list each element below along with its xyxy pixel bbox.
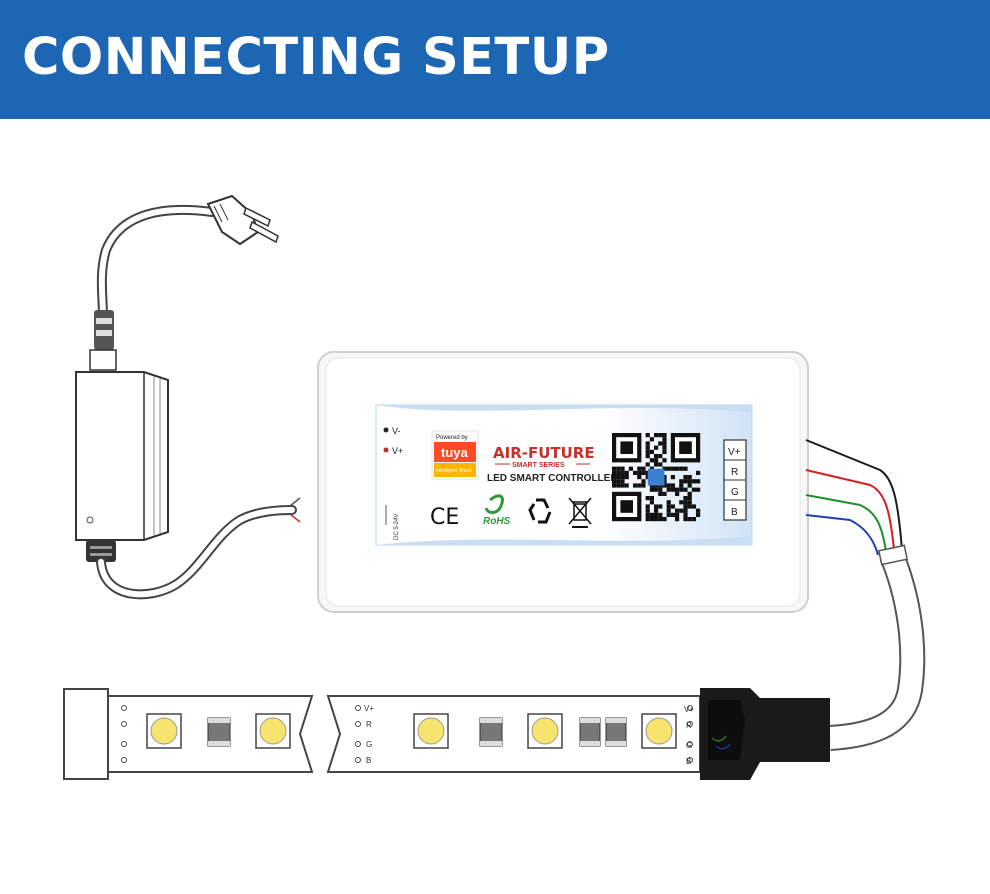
strip-pin-r: R xyxy=(366,720,372,729)
ce-mark: CE xyxy=(430,505,459,530)
strip-pin-g: G xyxy=(366,740,372,749)
end-pin-g: G xyxy=(686,741,692,750)
page-title: CONNECTING SETUP xyxy=(22,28,610,87)
led-chip xyxy=(255,713,291,749)
end-pin-vplus: V+ xyxy=(684,705,694,714)
rohs-mark: RoHS xyxy=(483,516,511,527)
input-label-vminus: V- xyxy=(392,426,401,436)
led-strip-main: V+ R G B xyxy=(326,695,701,773)
led-chip xyxy=(641,713,677,749)
terminal-r: R xyxy=(731,467,738,478)
led-controller: V- V+ DC 5-24V Powered by tuya Intellige… xyxy=(317,351,809,613)
product-name: LED SMART CONTROLLER xyxy=(487,473,618,484)
wiring-diagram: V- V+ DC 5-24V Powered by tuya Intellige… xyxy=(63,194,926,780)
terminal-vplus: V+ xyxy=(728,447,741,458)
led-chip xyxy=(527,713,563,749)
resistor xyxy=(207,717,231,747)
resistor xyxy=(579,717,601,747)
controller-terminals: V+ R G B xyxy=(723,439,747,521)
led-chip xyxy=(413,713,449,749)
tuya-logo: tuya xyxy=(441,445,469,460)
recycle-icon xyxy=(528,498,552,524)
resistor xyxy=(479,717,503,747)
crossed-bin-icon xyxy=(568,497,592,528)
strip-connector xyxy=(700,688,830,780)
strip-pin-b: B xyxy=(366,756,371,765)
terminal-g: G xyxy=(731,487,739,498)
header-banner: CONNECTING SETUP xyxy=(0,0,990,119)
end-pin-b: B xyxy=(686,757,691,766)
resistor xyxy=(605,717,627,747)
input-label-vplus: V+ xyxy=(392,446,403,456)
powered-by-text: Powered by xyxy=(436,435,468,441)
led-chip xyxy=(146,713,182,749)
rohs-icon xyxy=(484,494,504,514)
end-pin-r: R xyxy=(686,721,692,730)
tuya-badge: Powered by tuya Intelligent Smart xyxy=(431,430,479,480)
tuya-subtitle: Intelligent Smart xyxy=(436,468,473,474)
brand-name: AIR-FUTURE xyxy=(493,444,595,462)
output-wires xyxy=(805,439,926,751)
led-strip-end xyxy=(63,688,314,780)
power-adapter xyxy=(75,194,301,600)
strip-pin-vplus: V+ xyxy=(364,704,374,713)
dc-voltage-label: DC 5-24V xyxy=(394,514,400,540)
wall-plug xyxy=(206,194,279,246)
terminal-b: B xyxy=(731,507,738,518)
qr-code-icon xyxy=(612,433,701,522)
series-name: SMART SERIES xyxy=(512,462,565,469)
